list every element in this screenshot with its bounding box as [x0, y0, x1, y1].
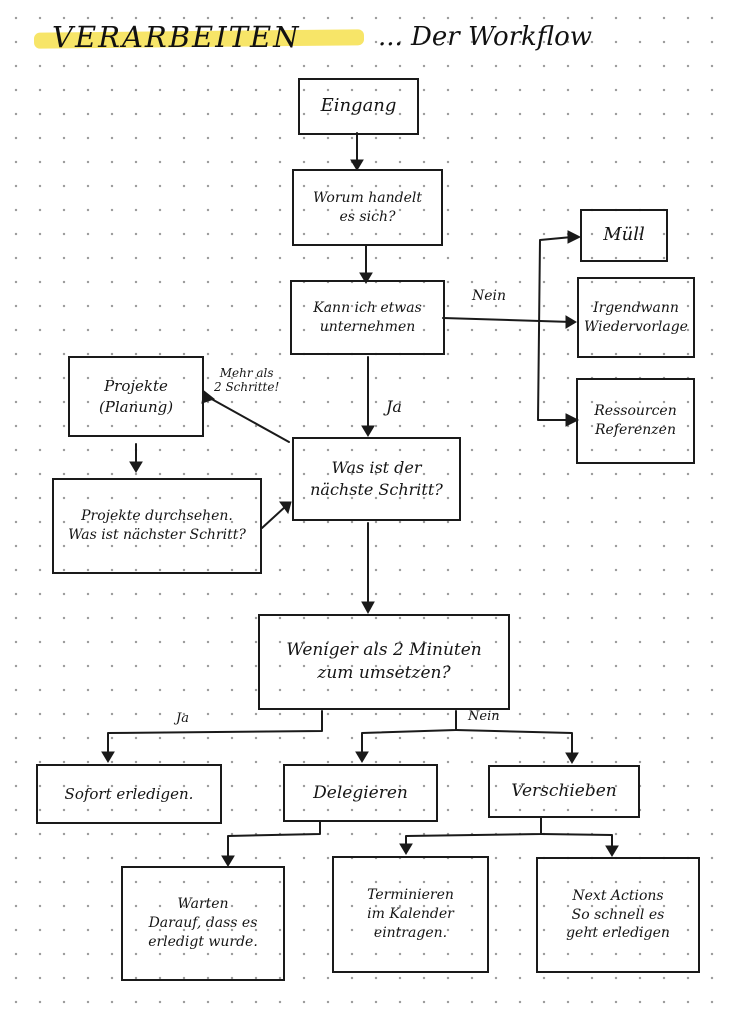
- arrow-durchsehen-naechster: [261, 505, 287, 529]
- page-subtitle: ... Der Workflow: [378, 22, 593, 52]
- box-ressourcen-referenzen: Ressourcen Referenzen: [576, 378, 695, 464]
- box-terminieren: Terminieren im Kalender eintragen.: [332, 856, 489, 973]
- branch-line-nein: [361, 710, 457, 757]
- box-sofort-erledigen: Sofort erledigen.: [36, 764, 222, 824]
- arrowhead: [565, 413, 580, 427]
- box-verschieben: Verschieben: [488, 765, 640, 818]
- label-ja-kann: Ja: [386, 397, 402, 416]
- box-eingang: Eingang: [298, 78, 419, 135]
- arrowhead: [279, 501, 292, 515]
- box-projekte-durchsehen: Projekte durchsehen. Was ist nächster Sc…: [52, 478, 262, 574]
- arrowhead: [361, 601, 375, 615]
- branch-line-ja: [107, 710, 323, 757]
- arrowhead: [355, 751, 369, 763]
- arrowhead: [605, 845, 619, 857]
- arrowhead: [565, 752, 579, 764]
- arrowhead: [359, 272, 373, 284]
- branch-line-verschieben-right: [540, 833, 613, 851]
- box-projekte-planung: Projekte (Planung): [68, 356, 204, 437]
- box-warten: Warten Darauf, dass es erledigt wurde.: [121, 866, 285, 981]
- box-delegieren: Delegieren: [283, 764, 438, 822]
- arrowhead: [221, 855, 235, 867]
- branch-line-nein-right: [455, 729, 573, 758]
- branch-line-verschieben: [405, 817, 542, 849]
- arrowhead: [350, 159, 364, 171]
- arrowhead: [129, 461, 143, 473]
- arrowhead: [361, 425, 375, 437]
- branch-line-delegieren: [227, 821, 321, 861]
- box-worum-handelt-es-sich: Worum handelt es sich?: [292, 169, 443, 246]
- page-title: VERARBEITEN: [52, 20, 301, 54]
- box-kann-ich-etwas-unternehmen: Kann ich etwas unternehmen: [290, 280, 445, 355]
- arrowhead: [399, 843, 413, 855]
- label-mehr-als-2-schritte: Mehr als 2 Schritte!: [214, 366, 280, 395]
- arrowhead: [101, 751, 115, 763]
- box-naechster-schritt: Was ist der nächste Schritt?: [292, 437, 461, 521]
- arrow-kann-nein: [442, 317, 573, 323]
- box-next-actions: Next Actions So schnell es geht erledige…: [536, 857, 700, 973]
- label-nein-weniger: Nein: [468, 709, 500, 724]
- box-muell: Müll: [580, 209, 668, 262]
- box-irgendwann-wiedervorlage: Irgendwann Wiedervorlage: [577, 277, 695, 358]
- label-nein-kann: Nein: [472, 288, 507, 304]
- arrowhead: [565, 315, 577, 329]
- arrowhead: [567, 230, 582, 244]
- arrow-naechster-projekte: [207, 396, 290, 443]
- box-weniger-als-2-minuten: Weniger als 2 Minuten zum umsetzen?: [258, 614, 510, 710]
- label-ja-weniger: Ja: [176, 711, 189, 726]
- branch-line-right: [537, 236, 573, 421]
